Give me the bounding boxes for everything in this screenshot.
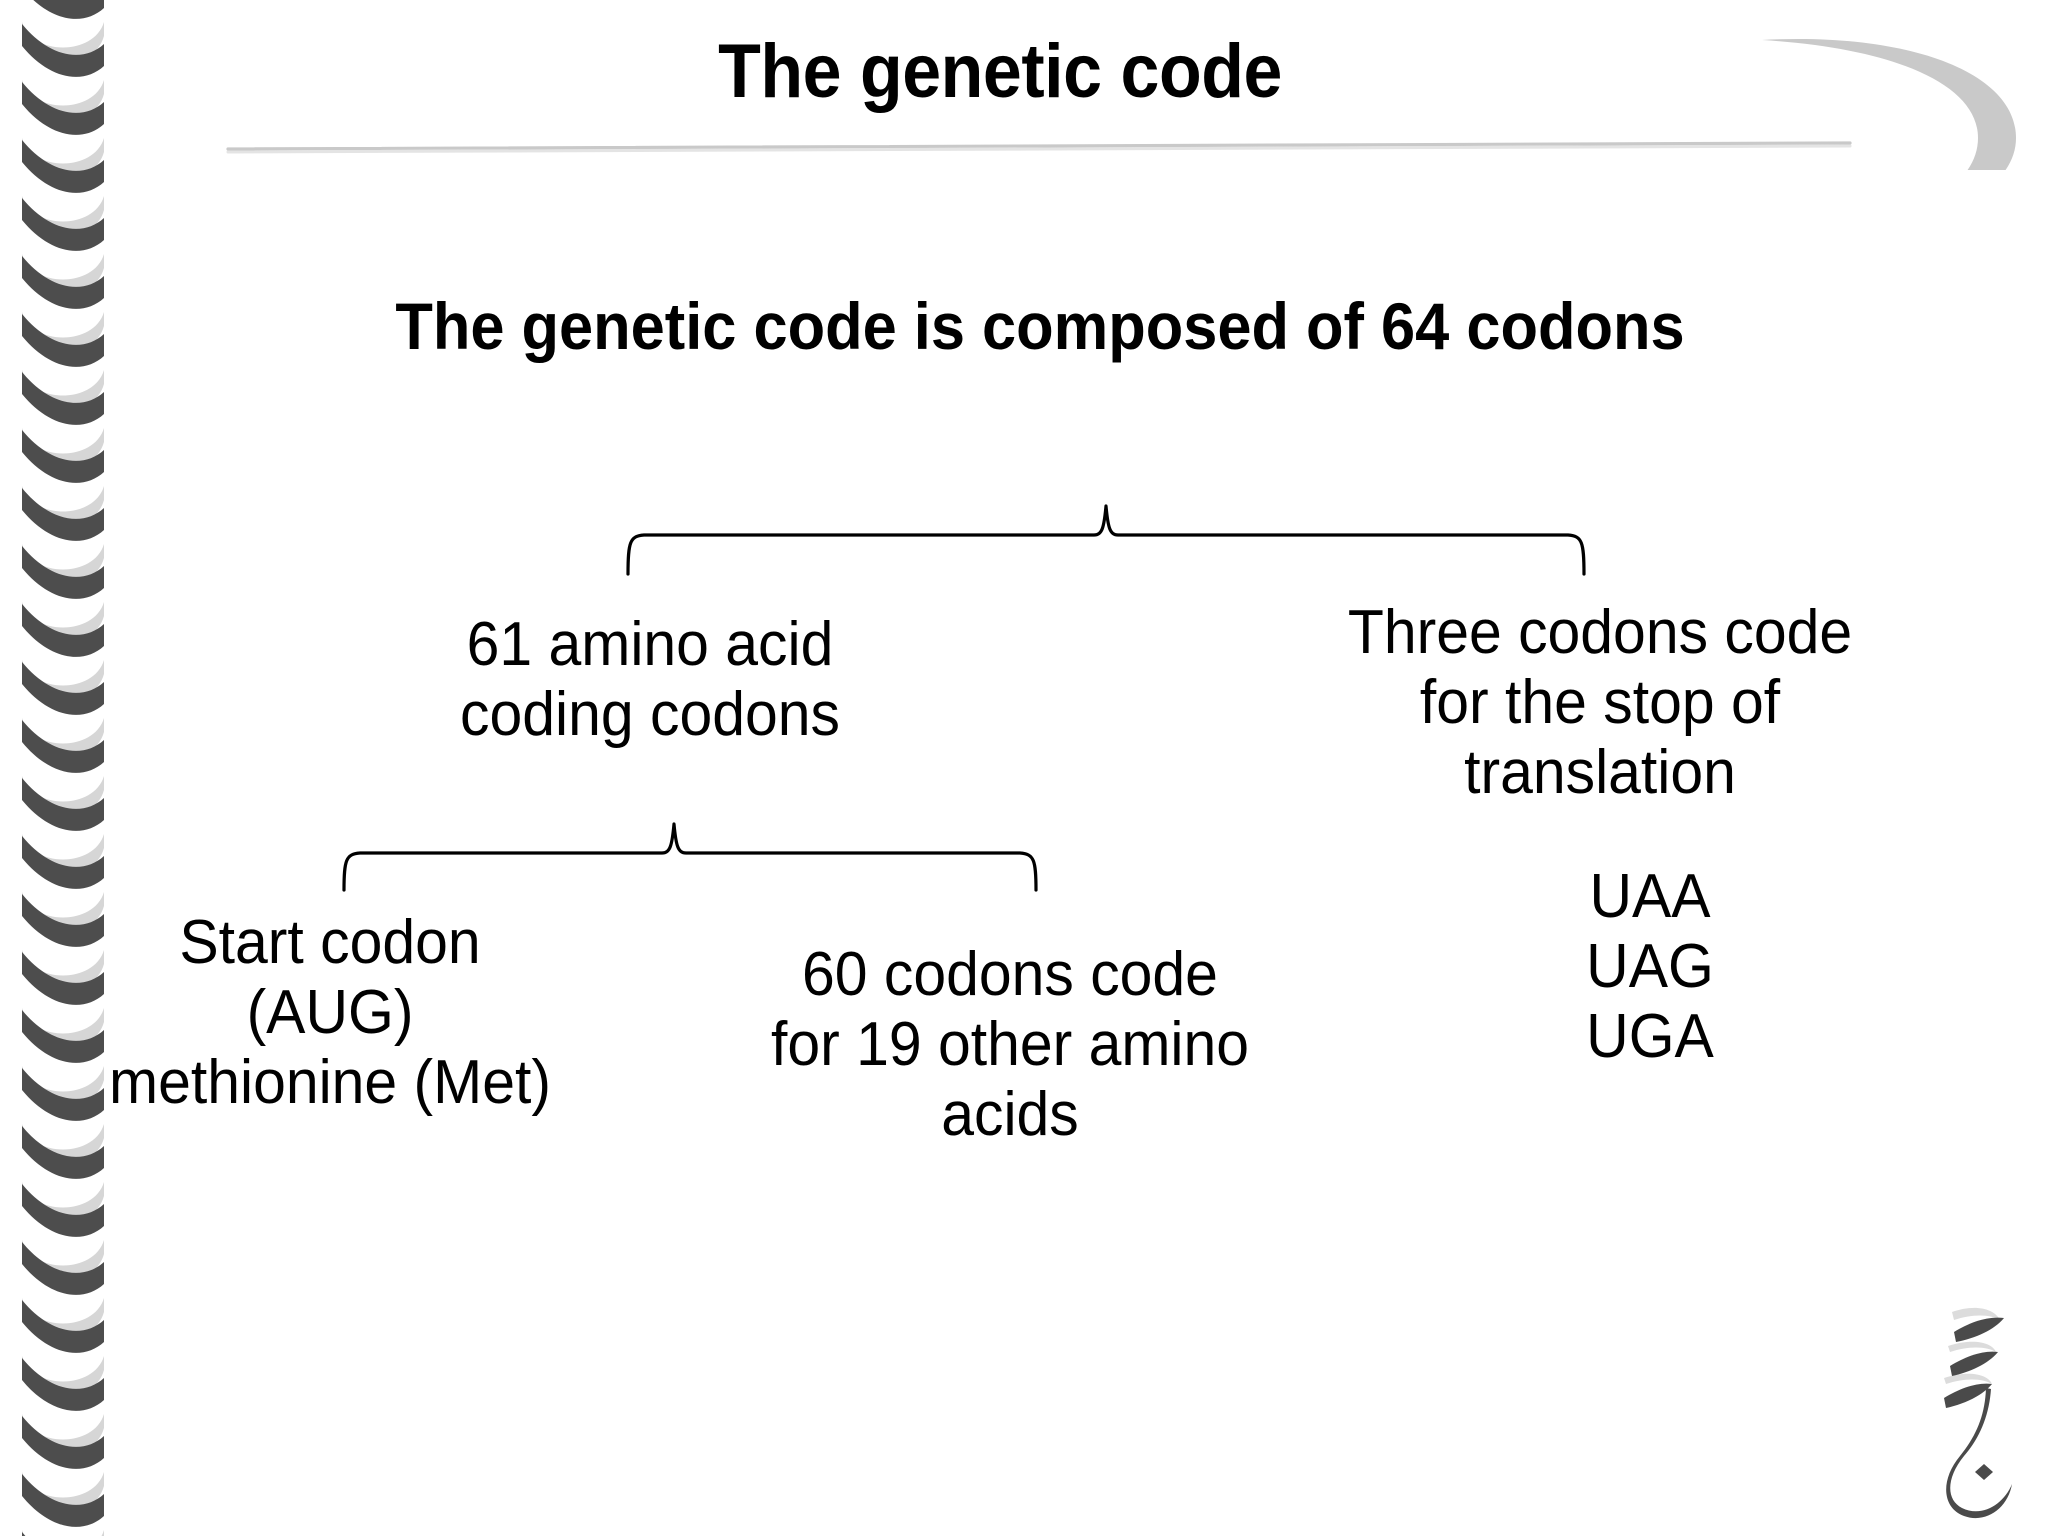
label-stop-codons-description: Three codons code for the stop of transl… [1347, 598, 1853, 808]
page-title: The genetic code [718, 29, 1282, 114]
label-start-codon: Start codon (AUG) methionine (Met) [109, 908, 551, 1118]
spiral-binding-icon [0, 0, 130, 1536]
subtitle: The genetic code is composed of 64 codon… [395, 289, 1685, 363]
label-coding-codons: 61 amino acid coding codons [460, 610, 840, 750]
bracket-top [626, 504, 1586, 576]
label-other-amino-acids: 60 codons code for 19 other amino acids [770, 940, 1250, 1150]
title-underline-swoosh [226, 39, 2016, 170]
label-stop-codon-list: UAA UAG UGA [1586, 862, 1714, 1072]
bracket-lower [342, 822, 1038, 892]
arabic-calligraphy-mark-icon [1944, 1307, 2012, 1519]
title-bar: The genetic code [150, 10, 2030, 170]
